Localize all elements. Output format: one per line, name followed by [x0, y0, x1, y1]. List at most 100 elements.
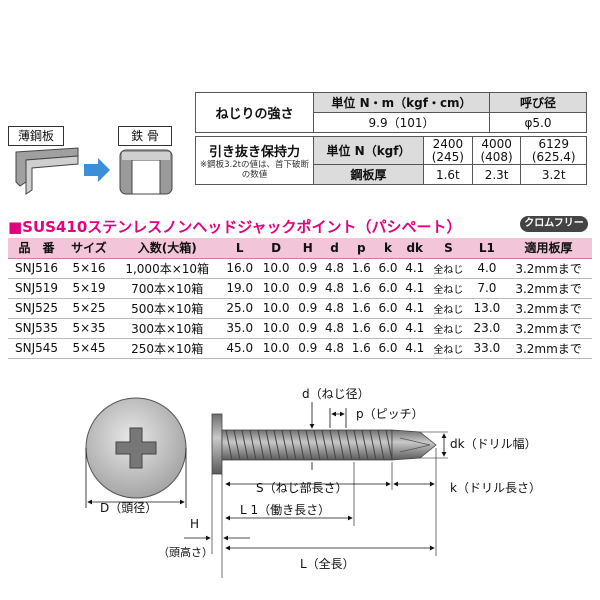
table-cell: 5×16 [65, 258, 113, 279]
table-cell: 10.0 [257, 278, 295, 299]
table-cell: 0.9 [294, 278, 322, 299]
table-cell: 全ねじ [428, 318, 469, 339]
table-cell: 4.8 [321, 278, 348, 299]
thread-line [321, 429, 329, 461]
drill-width-label: dk（ドリル幅） [450, 436, 537, 451]
column-header: dk [401, 238, 429, 259]
table-cell: 7.0 [468, 278, 506, 299]
table-cell: 5×45 [65, 338, 113, 359]
screw-head-top-view [85, 397, 187, 499]
table-cell: 0.9 [294, 338, 322, 359]
working-length-dimension: L 1（働き長さ） [225, 462, 355, 526]
table-cell: 全ねじ [428, 298, 469, 319]
total-length-dimension: L（全長） [225, 498, 437, 571]
column-header: L1 [468, 238, 506, 259]
table-cell: 4.1 [401, 318, 429, 339]
table-cell: 4.1 [401, 298, 429, 319]
total-length-label: L（全長） [300, 556, 355, 571]
torque-unit: 単位 N・m（kgf・cm） [313, 92, 490, 113]
thread-diameter-dimension: d（ねじ径） [302, 387, 370, 470]
torque-strength-table: ねじりの強さ 単位 N・m（kgf・cm） 呼び径 9.9（101） φ5.0 [195, 92, 587, 133]
pullout-title-cell: 引き抜き保持力 ※鋼板3.2tの値は、首下破断の数値 [195, 136, 314, 185]
materials-drawing [15, 147, 173, 195]
drill-width-dimension: dk（ドリル幅） [420, 431, 537, 459]
column-header: D [257, 238, 295, 259]
thread-line [273, 429, 281, 461]
table-cell: 1.6 [347, 258, 375, 279]
thread-length-dimension: S（ねじ部長さ） [221, 462, 393, 578]
thread-line [337, 429, 345, 461]
thread-line [265, 429, 273, 461]
pitch-label: p（ピッチ） [356, 407, 424, 421]
table-cell: 全ねじ [428, 338, 469, 359]
table-cell: 13.0 [468, 298, 506, 319]
thread-line [257, 429, 265, 461]
thin-plate-label: 薄鋼板 [8, 126, 64, 146]
thread-line [329, 429, 337, 461]
table-cell: 500本×10箱 [112, 298, 222, 319]
table-cell: 4.1 [401, 338, 429, 359]
table-cell: SNJ519 [8, 278, 66, 299]
drill-length-label: k（ドリル長さ） [450, 481, 541, 495]
table-cell: 5×25 [65, 298, 113, 319]
table-cell: 0.9 [294, 318, 322, 339]
pullout-kgf-3: (625.4) [531, 149, 576, 164]
thread-line [353, 429, 361, 461]
working-length-label: L 1（働き長さ） [240, 503, 330, 517]
table-cell: 19.0 [221, 278, 258, 299]
table-cell: 10.0 [257, 318, 295, 339]
table-cell: 4.8 [321, 338, 348, 359]
pullout-unit: 単位 N（kgf） [313, 136, 424, 165]
table-cell: 0.9 [294, 298, 322, 319]
column-header: 適用板厚 [505, 238, 592, 259]
pullout-value-2: 4000(408) [471, 136, 522, 165]
table-cell: 300本×10箱 [112, 318, 222, 339]
table-cell: 0.9 [294, 258, 322, 279]
table-cell: 45.0 [221, 338, 258, 359]
table-cell: 6.0 [374, 258, 402, 279]
head-height-desc: （頭高さ） [158, 545, 213, 559]
table-cell: SNJ535 [8, 318, 66, 339]
table-cell: 16.0 [221, 258, 258, 279]
plate-thickness-1: 1.6t [423, 164, 473, 185]
pullout-kgf-2: (408) [480, 149, 513, 164]
pitch-dimension: p（ピッチ） [329, 407, 424, 428]
table-cell: 4.8 [321, 318, 348, 339]
nominal-diameter-value: φ5.0 [489, 112, 587, 133]
table-cell: 1,000本×10箱 [112, 258, 222, 279]
steel-frame-label: 鉄 骨 [118, 126, 172, 146]
thread-line [281, 429, 289, 461]
thread-line [233, 429, 241, 461]
table-cell: 4.1 [401, 278, 429, 299]
table-cell: 10.0 [257, 258, 295, 279]
thread-length-label: S（ねじ部長さ） [256, 480, 348, 495]
table-cell: SNJ525 [8, 298, 66, 319]
table-cell: 33.0 [468, 338, 506, 359]
column-header: L [221, 238, 258, 259]
plate-thickness-2: 2.3t [471, 164, 522, 185]
thread-line [377, 429, 385, 461]
table-cell: 10.0 [257, 298, 295, 319]
column-header: S [428, 238, 469, 259]
table-cell: 5×19 [65, 278, 113, 299]
table-cell: 1.6 [347, 298, 375, 319]
table-cell: 4.0 [468, 258, 506, 279]
pullout-value-3: 6129(625.4) [520, 136, 587, 165]
table-cell: 10.0 [257, 338, 295, 359]
materials-illustration: 薄鋼板 鉄 骨 [8, 120, 188, 198]
table-cell: 全ねじ [428, 258, 469, 279]
table-cell: 6.0 [374, 298, 402, 319]
table-cell: 5×35 [65, 318, 113, 339]
thread-line [385, 429, 393, 461]
thin-plate-shape [15, 147, 79, 195]
table-cell: 1.6 [347, 338, 375, 359]
column-header: 入数(大箱) [112, 238, 222, 259]
table-cell: 全ねじ [428, 278, 469, 299]
product-title: ■SUS410ステンレスノンヘッドジャックポイント（パシペート） [8, 218, 462, 236]
column-header: H [294, 238, 322, 259]
steel-frame-shape [119, 149, 173, 195]
torque-value: 9.9（101） [313, 112, 490, 133]
